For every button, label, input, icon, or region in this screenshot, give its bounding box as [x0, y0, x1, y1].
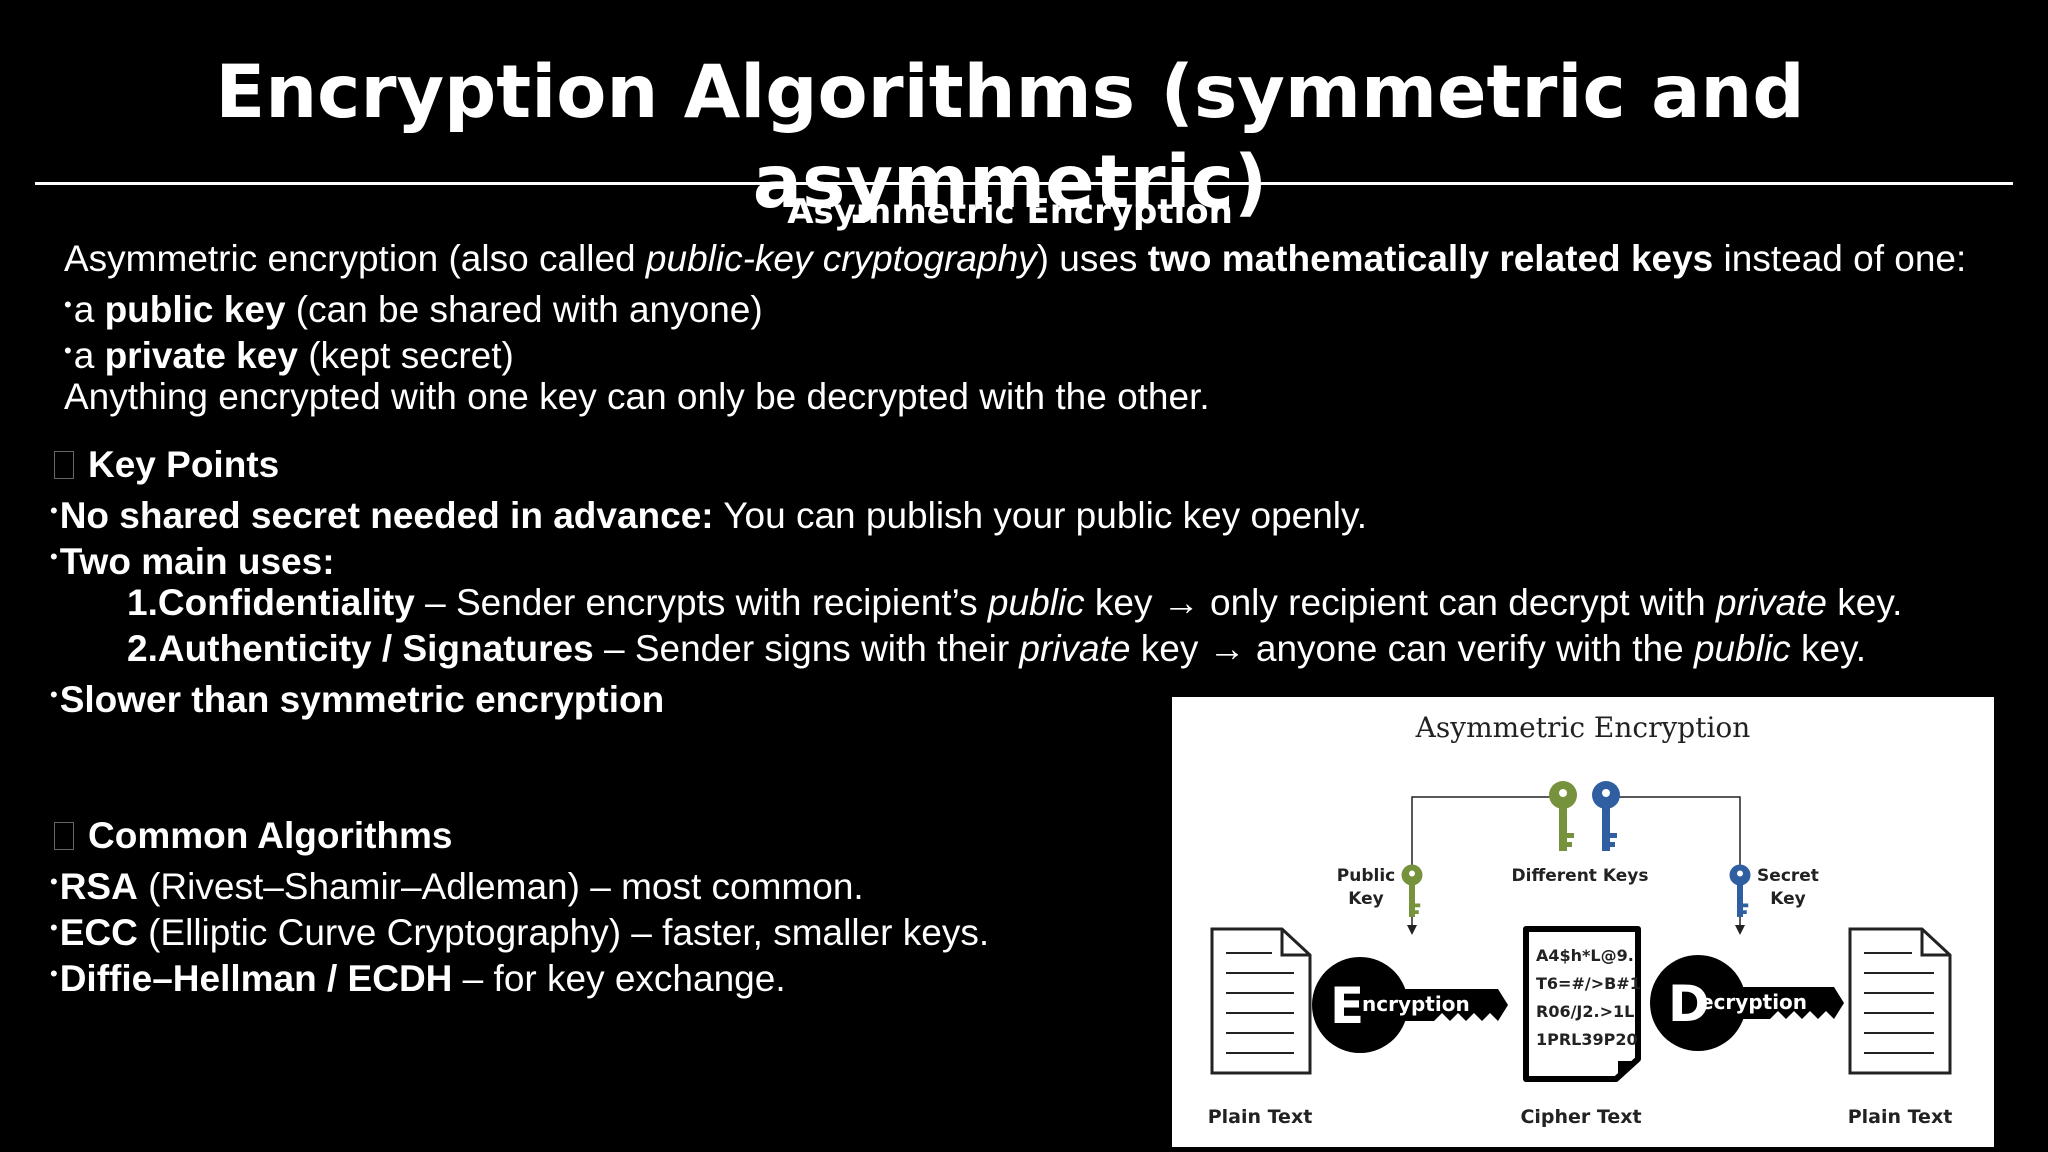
missing-glyph-icon: [54, 451, 74, 479]
encryption-key-icon: [1312, 957, 1508, 1053]
algorithm-rsa: •RSA (Rivest–Shamir–Adleman) – most comm…: [50, 866, 864, 907]
bullet-dot-icon: •: [50, 498, 58, 523]
cipher-line-1: A4$h*L@9.: [1536, 946, 1634, 965]
intro-closing: Anything encrypted with one key can only…: [64, 376, 1210, 417]
encryption-letter: E: [1330, 977, 1364, 1035]
key-point-two-uses: •Two main uses:: [50, 541, 335, 582]
use-confidentiality: 1.Confidentiality – Sender encrypts with…: [127, 582, 1903, 623]
bullet-dot-icon: •: [64, 292, 72, 317]
encryption-word: ncryption: [1362, 992, 1470, 1016]
green-key-icon: [1549, 781, 1577, 851]
decryption-key-icon: [1650, 955, 1844, 1051]
decryption-word: ecryption: [1700, 990, 1807, 1014]
cipher-line-4: 1PRL39P20: [1536, 1030, 1638, 1049]
algorithm-diffie-hellman: •Diffie–Hellman / ECDH – for key exchang…: [50, 958, 786, 999]
diagram-title: Asymmetric Encryption: [1415, 711, 1751, 744]
algorithm-ecc: •ECC (Elliptic Curve Cryptography) – fas…: [50, 912, 990, 953]
cipher-line-2: T6=#/>B#1: [1536, 974, 1641, 993]
bullet-dot-icon: •: [64, 338, 72, 363]
blue-key-icon: [1592, 781, 1620, 851]
secret-key-icon: [1729, 864, 1751, 917]
asymmetric-encryption-diagram: Asymmetric Encryption Public Key Differe…: [1172, 697, 1994, 1147]
use-authenticity: 2.Authenticity / Signatures – Sender sig…: [127, 628, 1867, 669]
secret-key-label-2: Key: [1770, 889, 1806, 909]
arrow-down-icon: [1407, 925, 1417, 935]
bullet-dot-icon: •: [50, 869, 58, 894]
key-point-slower: •Slower than symmetric encryption: [50, 679, 665, 720]
decryption-letter: D: [1668, 975, 1710, 1033]
key-points-heading: Key Points: [54, 442, 279, 488]
public-key-icon: [1401, 864, 1423, 917]
cipher-text-label: Cipher Text: [1520, 1106, 1641, 1128]
title-divider: [35, 182, 2013, 185]
cipher-line-3: R06/J2.>1L: [1536, 1002, 1634, 1021]
plain-text-label-left: Plain Text: [1208, 1106, 1313, 1128]
public-key-label: Public: [1337, 866, 1395, 886]
slide-subtitle: Asymmetric Encryption: [787, 192, 1233, 232]
cipher-text-document-icon: [1523, 926, 1641, 1082]
different-keys-label: Different Keys: [1512, 866, 1649, 886]
secret-key-label: Secret: [1757, 866, 1819, 886]
bullet-dot-icon: •: [50, 915, 58, 940]
bullet-dot-icon: •: [50, 544, 58, 569]
arrow-down-icon: [1735, 925, 1745, 935]
intro-bullet-public-key: •a public key (can be shared with anyone…: [64, 289, 763, 330]
algorithms-heading: Common Algorithms: [54, 813, 453, 859]
missing-glyph-icon: [54, 822, 74, 850]
intro-bullet-private-key: •a private key (kept secret): [64, 335, 514, 376]
plain-text-label-right: Plain Text: [1848, 1106, 1953, 1128]
key-point-no-shared-secret: •No shared secret needed in advance: You…: [50, 495, 1368, 536]
connector-lines: [1411, 796, 1741, 929]
plain-text-document-icon-right: [1848, 927, 1952, 1075]
plain-text-document-icon: [1210, 927, 1312, 1075]
bullet-dot-icon: •: [50, 682, 58, 707]
intro-paragraph: Asymmetric encryption (also called publi…: [64, 238, 1967, 279]
public-key-label-2: Key: [1348, 889, 1384, 909]
bullet-dot-icon: •: [50, 961, 58, 986]
